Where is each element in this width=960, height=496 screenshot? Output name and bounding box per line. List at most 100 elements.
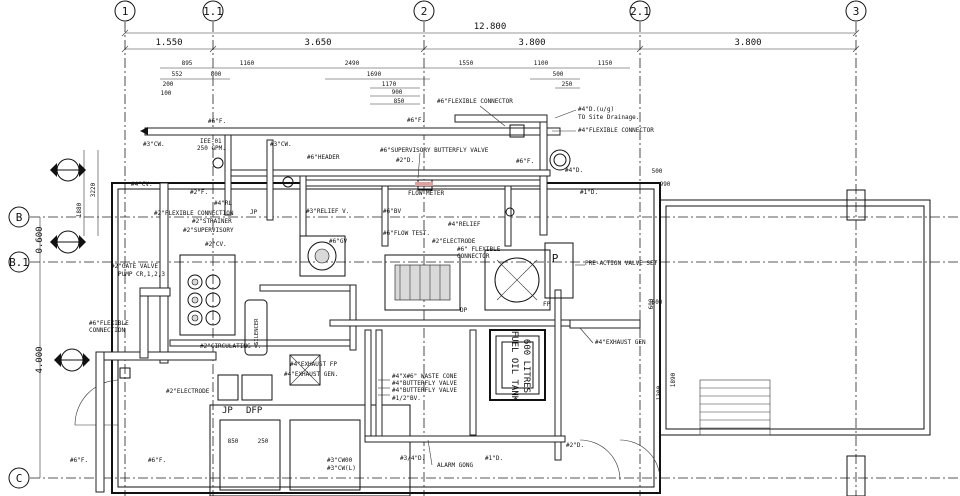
annotations: #6"FLEXIBLE CONNECTOR #4"D.(u/g) TO Site… xyxy=(70,98,658,472)
svg-text:100: 100 xyxy=(161,90,172,97)
equipment xyxy=(179,124,574,401)
svg-text:#3"RELIEF V.: #3"RELIEF V. xyxy=(306,208,349,215)
svg-text:895: 895 xyxy=(182,60,193,67)
svg-text:1100: 1100 xyxy=(534,60,549,67)
svg-text:#4"BUTTERFLY VALVE: #4"BUTTERFLY VALVE xyxy=(392,387,457,394)
svg-text:1880: 1880 xyxy=(76,202,83,217)
svg-text:990: 990 xyxy=(660,181,671,188)
svg-text:IEE-01: IEE-01 xyxy=(200,138,222,145)
grid-bubble-2: 2 xyxy=(413,0,435,22)
svg-text:C: C xyxy=(16,472,23,485)
svg-text:#4"D.: #4"D. xyxy=(565,167,583,174)
svg-text:#6"SUPERVISORY BUTTERFLY VALVE: #6"SUPERVISORY BUTTERFLY VALVE xyxy=(380,147,489,154)
grid-bubble-b-1: B.1 xyxy=(8,251,30,273)
top-dimensions: 12.800 1.550 3.650 3.800 3.800 895 1160 … xyxy=(121,22,860,306)
svg-text:#6"F.: #6"F. xyxy=(208,118,226,125)
grid-lines xyxy=(30,22,960,496)
svg-text:SILENCER: SILENCER xyxy=(254,318,260,345)
svg-text:#4"RELIEF: #4"RELIEF xyxy=(448,221,481,228)
svg-text:500: 500 xyxy=(553,71,564,78)
svg-text:#4"X#6" WASTE CONE: #4"X#6" WASTE CONE xyxy=(392,373,457,380)
svg-text:#3"CW.: #3"CW. xyxy=(143,141,165,148)
svg-text:#6"HEADER: #6"HEADER xyxy=(307,154,340,161)
svg-text:FLOW METER: FLOW METER xyxy=(408,190,445,197)
svg-text:1150: 1150 xyxy=(598,60,613,67)
label-flex-connector-right: #4"FLEXIBLE CONNECTOR xyxy=(578,127,654,134)
svg-text:1890: 1890 xyxy=(670,372,677,387)
grid-bubble-1: 1 xyxy=(114,0,136,22)
svg-text:#6"F.: #6"F. xyxy=(148,457,166,464)
dim-bay-1: 1.550 xyxy=(155,38,182,48)
svg-text:552: 552 xyxy=(172,71,183,78)
svg-text:2490: 2490 xyxy=(345,60,360,67)
svg-text:#2"ELECTRODE: #2"ELECTRODE xyxy=(166,388,210,395)
svg-text:B.1: B.1 xyxy=(9,256,29,269)
svg-text:#6" FLEXIBLE: #6" FLEXIBLE xyxy=(457,246,501,253)
tank-label-1: FUEL OIL TANK xyxy=(509,331,519,402)
svg-text:P: P xyxy=(552,252,559,265)
grid-bubble-2-1: 2.1 xyxy=(629,0,651,22)
svg-text:2: 2 xyxy=(421,5,428,18)
svg-text:#4"EXHAUST GEN: #4"EXHAUST GEN xyxy=(595,339,646,346)
svg-text:1160: 1160 xyxy=(240,60,255,67)
svg-text:#6"BV: #6"BV xyxy=(383,208,401,215)
svg-text:200: 200 xyxy=(163,81,174,88)
svg-text:#2"D.: #2"D. xyxy=(396,157,414,164)
svg-text:FP: FP xyxy=(543,301,551,308)
label-flex-connector-top: #6"FLEXIBLE CONNECTOR xyxy=(437,98,513,105)
svg-text:DFP: DFP xyxy=(246,406,263,416)
svg-text:600: 600 xyxy=(652,299,663,306)
dim-bay-4: 3.800 xyxy=(734,38,761,48)
dim-bay-3: 3.800 xyxy=(518,38,545,48)
svg-text:PRE-ACTION VALVE SET: PRE-ACTION VALVE SET xyxy=(585,260,658,267)
grid-bubble-3: 3 xyxy=(845,0,867,22)
svg-text:250 GPM.: 250 GPM. xyxy=(197,145,226,152)
svg-text:CONNECTOR: CONNECTOR xyxy=(457,253,490,260)
label-drainage-2: TO Site Drainage. xyxy=(578,114,639,121)
dim-overall: 12.800 xyxy=(474,22,507,32)
svg-text:250: 250 xyxy=(562,81,573,88)
svg-text:#3"CW.: #3"CW. xyxy=(270,141,292,148)
piping xyxy=(95,114,641,493)
svg-text:250: 250 xyxy=(258,438,269,445)
svg-text:#3/4"D.: #3/4"D. xyxy=(400,455,425,462)
svg-text:#2"FLEXIBLE CONNECTION: #2"FLEXIBLE CONNECTION xyxy=(154,210,234,217)
svg-text:3: 3 xyxy=(853,5,860,18)
svg-text:900: 900 xyxy=(392,89,403,96)
svg-text:#6"FLEXIBLE: #6"FLEXIBLE xyxy=(89,320,129,327)
svg-text:#2"CIRCULATING V.: #2"CIRCULATING V. xyxy=(200,343,261,350)
svg-text:#6"F.: #6"F. xyxy=(70,457,88,464)
svg-text:#2"ELECTRODE: #2"ELECTRODE xyxy=(432,238,476,245)
svg-text:#2"GATE VALVE: #2"GATE VALVE xyxy=(111,263,158,270)
svg-text:#2"CV.: #2"CV. xyxy=(205,241,227,248)
svg-text:#6"F.: #6"F. xyxy=(516,158,534,165)
section-marker-top xyxy=(50,158,86,182)
dim-left-4000: 4.000 xyxy=(35,346,45,373)
section-marker-bottom xyxy=(54,348,90,372)
svg-text:850: 850 xyxy=(394,98,405,105)
svg-text:JP: JP xyxy=(222,406,233,416)
svg-text:#4"BUTTERFLY VALVE: #4"BUTTERFLY VALVE xyxy=(392,380,457,387)
label-drainage-1: #4"D.(u/g) xyxy=(578,106,614,113)
svg-text:CONNECTION: CONNECTION xyxy=(89,327,126,334)
dim-left-0600: 0.600 xyxy=(35,226,45,253)
svg-text:DP: DP xyxy=(460,307,468,314)
dim-bay-2: 3.650 xyxy=(304,38,331,48)
svg-text:B: B xyxy=(16,211,23,224)
svg-text:#1/2"BV.: #1/2"BV. xyxy=(392,395,421,402)
svg-text:ALARM GONG: ALARM GONG xyxy=(437,462,474,469)
svg-text:1550: 1550 xyxy=(459,60,474,67)
svg-text:#6"FLOW TEST.: #6"FLOW TEST. xyxy=(383,230,430,237)
section-marker-mid xyxy=(50,230,86,254)
svg-text:1.1: 1.1 xyxy=(203,5,223,18)
svg-text:#1"D.: #1"D. xyxy=(580,189,598,196)
svg-text:#2"F.: #2"F. xyxy=(190,189,208,196)
svg-text:3220: 3220 xyxy=(90,182,97,197)
svg-text:#2"STRAINER: #2"STRAINER xyxy=(192,218,232,225)
tank-label-2: 600 LITRES xyxy=(521,339,531,393)
leader-lines xyxy=(378,105,594,466)
svg-text:#3"CW00: #3"CW00 xyxy=(327,457,353,464)
grid-bubble-c: C xyxy=(8,467,30,489)
svg-text:1: 1 xyxy=(122,5,129,18)
